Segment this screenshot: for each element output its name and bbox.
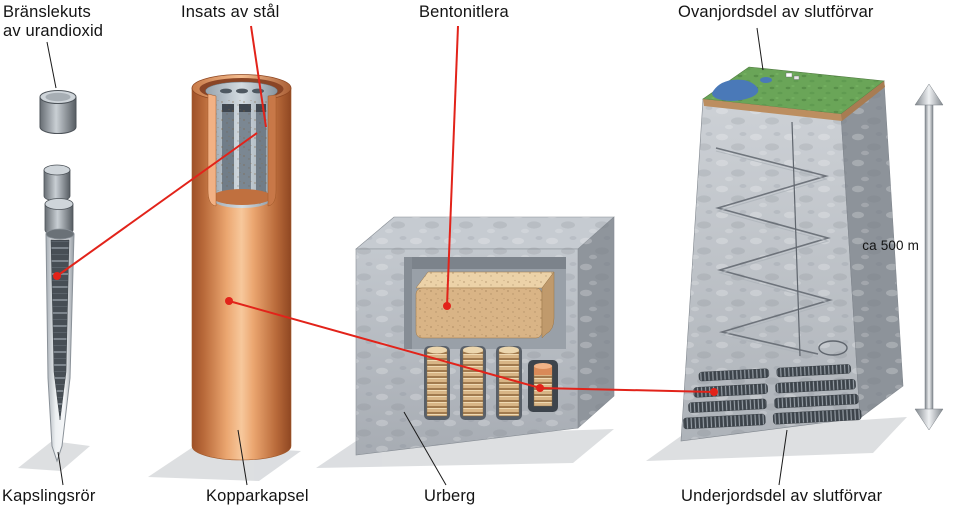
shaft <box>791 121 801 357</box>
pellet-stack <box>50 239 70 421</box>
leader-bentonite <box>446 25 459 307</box>
fuel-rod-figure <box>43 164 75 463</box>
pointer-fuel-pellet <box>46 41 57 89</box>
label-bentonite: Bentonitlera <box>419 3 509 21</box>
bentonite-capsule <box>415 271 555 339</box>
pointer-copper-canister <box>237 429 248 486</box>
bedrock-figure <box>355 216 615 456</box>
label-bedrock: Urberg <box>424 487 476 505</box>
copper-canister-figure <box>191 74 292 461</box>
label-underground-facility: Underjordsdel av slutförvar <box>681 487 883 505</box>
label-cladding-tube: Kapslingsrör <box>2 487 96 505</box>
ramp-loop <box>818 340 848 356</box>
repository-figure <box>680 66 904 442</box>
fuel-pellet-figure <box>39 90 77 134</box>
label-scale: ca 500 m <box>862 238 919 253</box>
leader-rod-to-insert <box>56 132 258 277</box>
arrow-head-down <box>914 408 944 431</box>
arrow-head-up <box>914 83 944 106</box>
pointer-lines <box>46 27 788 486</box>
leader-lines <box>53 25 718 396</box>
pointer-surface-facility <box>756 27 764 71</box>
leader-steel-insert <box>250 25 267 128</box>
underground-tunnels <box>683 364 862 430</box>
surface-landscape <box>702 66 885 121</box>
deposition-holes <box>424 346 558 420</box>
pointer-cladding-tube <box>57 451 64 486</box>
label-fuel-pellet: Bränslekuts av urandioxid <box>3 3 104 41</box>
label-copper-canister: Kopparkapsel <box>206 487 309 505</box>
ramp-tunnel <box>715 121 848 358</box>
scale-arrow <box>914 83 944 431</box>
pointer-bedrock <box>403 411 447 486</box>
lake <box>712 79 759 101</box>
pointer-underground-facility <box>778 429 788 486</box>
label-steel-insert: Insats av stål <box>181 3 280 21</box>
steel-insert-cutaway <box>207 93 277 208</box>
surface-building <box>785 72 793 78</box>
label-surface-facility: Ovanjordsdel av slutförvar <box>678 3 874 21</box>
